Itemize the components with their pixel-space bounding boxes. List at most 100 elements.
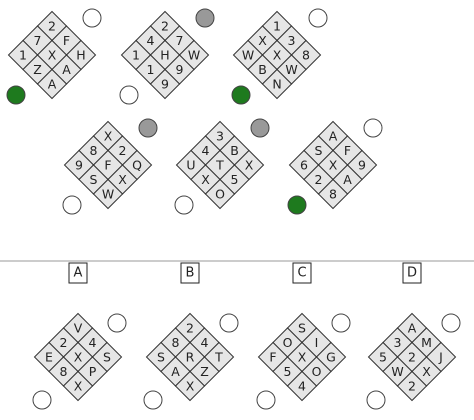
cell-symbol: 9: [176, 62, 184, 77]
cell-symbol: 4: [201, 335, 209, 350]
cell-symbol: 9: [161, 77, 169, 92]
cell-symbol: R: [186, 350, 195, 365]
option-b-button[interactable]: B: [180, 262, 200, 284]
cell-symbol: U: [186, 158, 195, 173]
cell-symbol: 2: [48, 19, 56, 34]
cell-symbol: X: [48, 48, 57, 63]
cell-symbol: W: [285, 62, 297, 77]
cell-symbol: 4: [147, 33, 155, 48]
cell-symbol: 2: [408, 350, 416, 365]
cell-symbol: T: [214, 350, 223, 365]
cell-symbol: 2: [161, 19, 169, 34]
cell-symbol: 4: [89, 335, 97, 350]
cell-symbol: 5: [379, 350, 387, 365]
cell-symbol: J: [438, 350, 443, 365]
cell-symbol: 8: [60, 364, 68, 379]
option-label-box[interactable]: [292, 262, 312, 284]
cell-symbol: O: [283, 335, 293, 350]
marker-top-icon: [363, 118, 383, 138]
grid-cell: [174, 370, 206, 402]
cell-symbol: 8: [90, 143, 98, 158]
cell-symbol: B: [230, 143, 239, 158]
cell-symbol: F: [269, 350, 276, 365]
cell-symbol: X: [258, 33, 267, 48]
grid-cell: [62, 370, 94, 402]
option-label: D: [407, 266, 417, 281]
cell-symbol: S: [103, 350, 111, 365]
cell-symbol: 8: [329, 187, 337, 202]
cell-symbol: 2: [60, 335, 68, 350]
cell-symbol: 6: [300, 158, 308, 173]
option-label-box[interactable]: [402, 262, 422, 284]
cell-symbol: S: [298, 321, 306, 336]
option-c-button[interactable]: C: [292, 262, 312, 284]
cell-symbol: W: [102, 187, 114, 202]
option-label: A: [74, 266, 83, 281]
cell-symbol: 9: [75, 158, 83, 173]
grid-cell: [317, 178, 349, 210]
option-label: C: [297, 266, 306, 281]
cell-symbol: N: [272, 77, 281, 92]
grid-cell: [396, 370, 428, 402]
cell-symbol: 3: [216, 129, 224, 144]
cell-symbol: 5: [284, 364, 292, 379]
marker-bottom-icon: [143, 390, 163, 410]
cell-symbol: A: [408, 321, 417, 336]
cell-symbol: O: [312, 364, 322, 379]
cell-symbol: S: [315, 143, 323, 158]
grid-cell: [149, 68, 181, 100]
cell-symbol: I: [315, 335, 319, 350]
cell-symbol: X: [273, 48, 282, 63]
cell-symbol: X: [186, 379, 195, 394]
cell-symbol: A: [48, 77, 57, 92]
cell-symbol: S: [157, 350, 165, 365]
option-a-button[interactable]: A: [68, 262, 88, 284]
option-d-button[interactable]: D: [402, 262, 422, 284]
cell-symbol: E: [45, 350, 53, 365]
option-label-box[interactable]: [68, 262, 88, 284]
cell-symbol: X: [329, 158, 338, 173]
marker-bottom-icon: [62, 195, 82, 215]
cell-symbol: 7: [176, 33, 184, 48]
option-label-box[interactable]: [180, 262, 200, 284]
cell-symbol: X: [118, 172, 127, 187]
cell-symbol: W: [188, 48, 200, 63]
cell-symbol: P: [89, 364, 97, 379]
cell-symbol: 1: [132, 48, 140, 63]
cell-symbol: O: [215, 187, 225, 202]
marker-bottom-icon: [287, 195, 307, 215]
cell-symbol: 2: [119, 143, 127, 158]
grid-cell: [261, 68, 293, 100]
cell-symbol: W: [242, 48, 254, 63]
cell-symbol: X: [74, 350, 83, 365]
cell-symbol: Q: [132, 158, 142, 173]
cell-symbol: X: [422, 364, 431, 379]
cell-symbol: H: [76, 48, 85, 63]
marker-top-icon: [138, 118, 158, 138]
cell-symbol: 7: [34, 33, 42, 48]
cell-symbol: 9: [358, 158, 366, 173]
cell-symbol: 1: [273, 19, 281, 34]
marker-top-icon: [82, 8, 102, 28]
grid-cell: [286, 370, 318, 402]
marker-top-icon: [107, 313, 127, 333]
cell-symbol: A: [171, 364, 180, 379]
cell-symbol: 4: [298, 379, 306, 394]
cell-symbol: 2: [408, 379, 416, 394]
cell-symbol: G: [326, 350, 336, 365]
marker-bottom-icon: [231, 85, 251, 105]
marker-top-icon: [219, 313, 239, 333]
marker-top-icon: [250, 118, 270, 138]
marker-top-icon: [195, 8, 215, 28]
cell-symbol: 1: [147, 62, 155, 77]
cell-symbol: T: [215, 158, 224, 173]
cell-symbol: 2: [315, 172, 323, 187]
cell-symbol: 3: [288, 33, 296, 48]
marker-top-icon: [308, 8, 328, 28]
cell-symbol: 1: [19, 48, 27, 63]
